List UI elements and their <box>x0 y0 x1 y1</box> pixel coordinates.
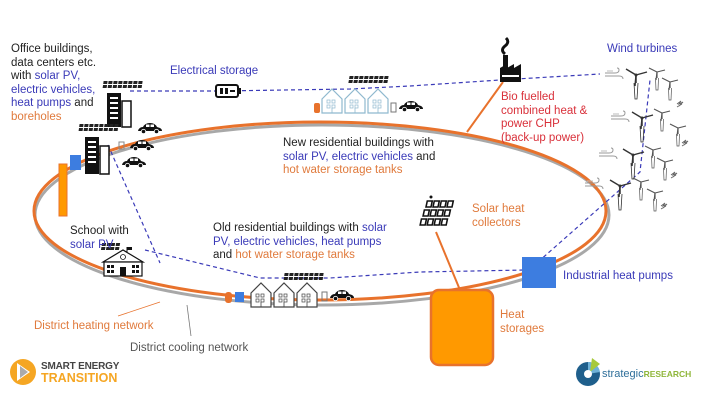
car-icon <box>398 100 424 113</box>
office-buildings-label: Office buildings, data centers etc. with… <box>11 43 97 123</box>
heating-network-leader <box>117 301 161 317</box>
school-icon <box>100 243 146 277</box>
strategic-research-logo-icon <box>576 358 600 386</box>
smart-energy-transition-logo: SMART ENERGY TRANSITION <box>41 361 120 385</box>
school-label: School with solar PV <box>70 225 129 251</box>
battery-icon <box>215 84 241 98</box>
district-heating-network-label: District heating network <box>34 320 154 332</box>
new-residential-icon <box>314 76 397 114</box>
new-residential-label: New residential buildings with solar PV,… <box>283 137 436 176</box>
solar-heat-collectors-label: Solar heat collectors <box>472 203 525 229</box>
wind-turbines-label: Wind turbines <box>607 43 678 55</box>
old-residential-label: Old residential buildings with solar PV,… <box>213 222 387 261</box>
solar-heat-connection <box>435 231 461 291</box>
district-heating-network <box>32 120 608 302</box>
heat-storages-label: Heat storages <box>500 309 545 335</box>
cooling-network-leader <box>186 304 192 337</box>
car-icon <box>121 156 147 169</box>
electrical-storage-label: Electrical storage <box>170 65 259 77</box>
industrial-heat-pump-block <box>522 257 556 288</box>
heat-storage-block <box>429 288 495 367</box>
old-residential-icon <box>225 273 328 308</box>
office-buildings-icon <box>79 81 143 175</box>
heat-pump-icon <box>70 155 81 170</box>
solar-heat-collectors-icon <box>419 195 455 226</box>
wind-turbines-icon <box>584 67 689 212</box>
borehole-icon <box>58 163 68 217</box>
chp-connection <box>466 81 504 133</box>
chp-label: Bio fuelled combined heat & power CHP (b… <box>501 91 588 144</box>
chp-plant-icon <box>500 36 521 82</box>
smart-energy-transition-logo-icon <box>10 359 36 385</box>
strategic-research-logo: strategicRESEARCH <box>602 368 692 380</box>
ev-charger-icon <box>118 141 125 150</box>
district-cooling-network-label: District cooling network <box>130 342 249 354</box>
car-icon <box>137 122 163 135</box>
industrial-heat-pumps-label: Industrial heat pumps <box>563 270 673 282</box>
